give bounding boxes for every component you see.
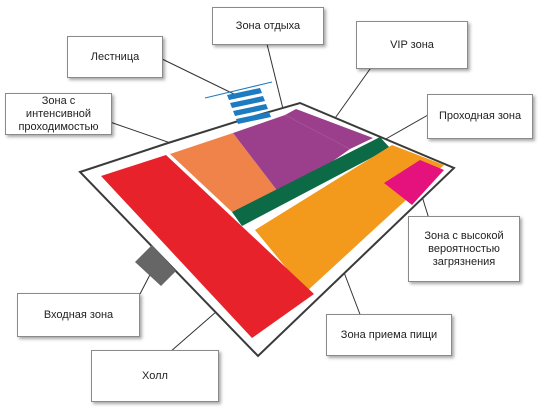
label-dining-zone: Зона приема пищи (326, 314, 452, 356)
zone-passage (232, 137, 390, 226)
leader-stairs (159, 57, 241, 98)
label-entrance-zone: Входная зона (17, 293, 140, 337)
zone-vip (285, 109, 373, 149)
zone-high-traffic (170, 133, 282, 212)
label-high-dirt-zone: Зона с высокой вероятностью загрязнения (408, 216, 520, 282)
zone-rest (233, 115, 350, 197)
leader-passage (383, 114, 429, 141)
label-high-traffic-zone: Зона с интенсивной проходимостью (5, 93, 112, 135)
leader-vip (332, 61, 376, 122)
label-passage-zone: Проходная зона (427, 94, 533, 139)
zone-high-dirt (384, 160, 444, 205)
label-stairs: Лестница (67, 36, 163, 78)
zone-hall (101, 155, 314, 338)
label-rest-zone: Зона отдыха (212, 7, 324, 45)
label-hall: Холл (91, 350, 219, 402)
zone-entrance (135, 245, 176, 286)
label-vip-zone: VIP зона (356, 21, 468, 69)
stairs-icon (204, 81, 273, 124)
